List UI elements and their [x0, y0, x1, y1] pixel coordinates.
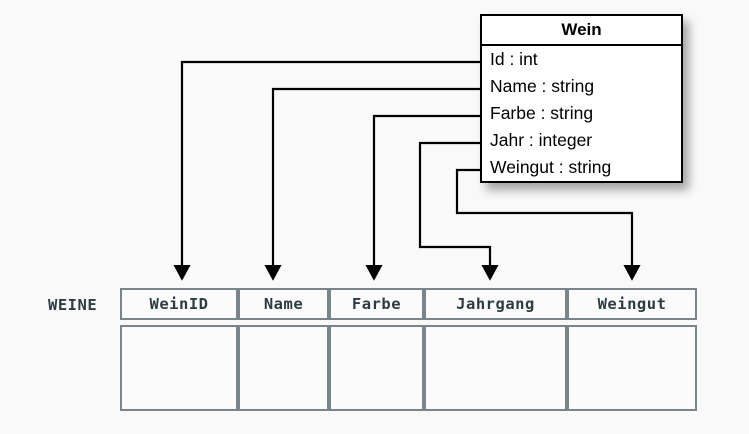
table-header-weingut: Weingut	[567, 288, 697, 320]
table-cell-farbe[interactable]	[329, 325, 424, 411]
table-header-weinid: WeinID	[120, 288, 238, 320]
table-cell-weingut[interactable]	[567, 325, 697, 411]
table-row	[120, 325, 697, 411]
connector-name-to-name	[264, 87, 480, 281]
relation-table-weine[interactable]: WeinID Name Farbe Jahrgang Weingut	[120, 288, 697, 411]
uml-attribute-weingut: Weingut : string	[490, 157, 612, 177]
uml-attribute-list: Id : int Name : string Farbe : string Ja…	[482, 46, 681, 181]
uml-class-title: Wein	[482, 16, 681, 46]
table-cell-name[interactable]	[238, 325, 329, 411]
uml-attribute-name: Name : string	[490, 76, 595, 96]
connector-weingut-to-weingut	[455, 168, 641, 281]
table-cell-jahrgang[interactable]	[424, 325, 567, 411]
connector-id-to-weinid	[173, 60, 480, 281]
table-cell-weinid[interactable]	[120, 325, 238, 411]
table-header-jahrgang: Jahrgang	[424, 288, 567, 320]
uml-attribute-farbe: Farbe : string	[490, 103, 594, 123]
connector-farbe-to-farbe	[365, 114, 480, 281]
uml-class-wein[interactable]: Wein Id : int Name : string Farbe : stri…	[480, 14, 683, 183]
table-header-farbe: Farbe	[329, 288, 424, 320]
table-header-name: Name	[238, 288, 329, 320]
relation-name-label: WEINE	[48, 296, 98, 314]
uml-attribute-id: Id : int	[490, 49, 538, 69]
table-header-row: WeinID Name Farbe Jahrgang Weingut	[120, 288, 697, 320]
uml-attribute-jahr: Jahr : integer	[490, 130, 593, 150]
connector-jahr-to-jahrgang	[418, 141, 499, 281]
